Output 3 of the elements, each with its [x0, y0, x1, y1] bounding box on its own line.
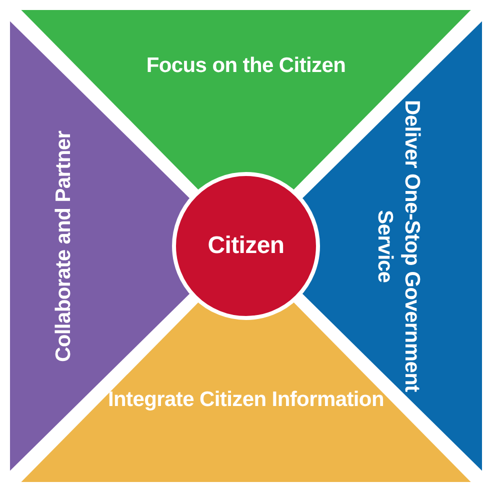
panel-label: Collaborate and Partner [51, 129, 76, 364]
panel-label: Focus on the Citizen [145, 53, 347, 79]
node-label: Citizen [208, 231, 284, 262]
